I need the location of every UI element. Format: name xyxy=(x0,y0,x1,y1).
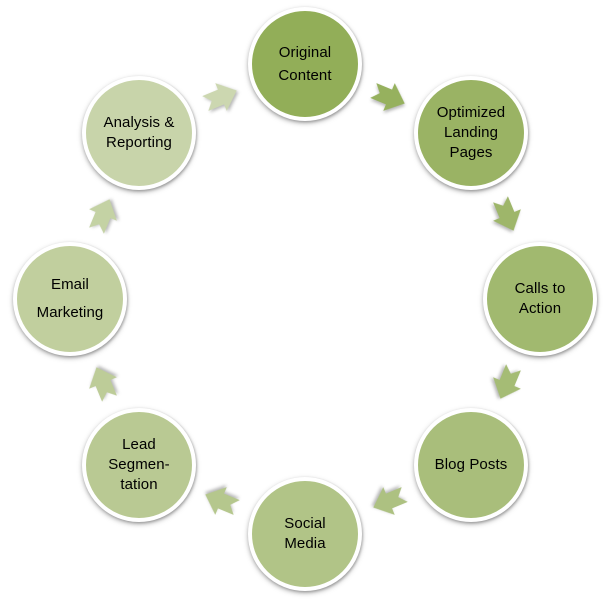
cycle-node-label-analysis-reporting: Analysis & Reporting xyxy=(103,114,175,151)
cycle-node-analysis-reporting: Analysis & Reporting xyxy=(82,76,196,190)
cycle-node-social-media: Social Media xyxy=(248,477,362,591)
cycle-node-email-marketing: Email Marketing xyxy=(13,242,127,356)
cycle-node-label-blog-posts: Blog Posts xyxy=(434,456,508,474)
cycle-node-blog-posts: Blog Posts xyxy=(414,408,528,522)
cycle-node-label-email-marketing: Email Marketing xyxy=(36,275,104,322)
cycle-node-label-lead-segmentation: Lead Segmen- tation xyxy=(108,436,170,493)
cycle-arrow-social-to-leadseg-icon xyxy=(205,487,240,515)
cycle-node-calls-to-action: Calls to Action xyxy=(483,242,597,356)
cycle-arrow-calls-to-blogposts-icon xyxy=(493,364,521,399)
cycle-arrow-optimized-to-calls-icon xyxy=(493,196,521,231)
cycle-node-lead-segmentation: Lead Segmen- tation xyxy=(82,408,196,522)
cycle-arrow-analysis-to-original-icon xyxy=(202,83,237,111)
cycle-node-label-social-media: Social Media xyxy=(284,515,326,552)
cycle-node-label-optimized-landing-pages: Optimized Landing Pages xyxy=(436,104,506,161)
cycle-arrow-email-to-analysis-icon xyxy=(89,199,117,234)
cycle-arrow-leadseg-to-email-icon xyxy=(89,367,117,402)
cycle-node-original-content: Original Content xyxy=(248,7,362,121)
cycle-node-label-calls-to-action: Calls to Action xyxy=(514,280,566,317)
cycle-arrow-blogposts-to-social-icon xyxy=(373,487,408,515)
cycle-arrow-original-to-optimized-icon xyxy=(370,83,405,111)
cycle-node-label-original-content: Original Content xyxy=(278,43,332,84)
cycle-node-optimized-landing-pages: Optimized Landing Pages xyxy=(414,76,528,190)
